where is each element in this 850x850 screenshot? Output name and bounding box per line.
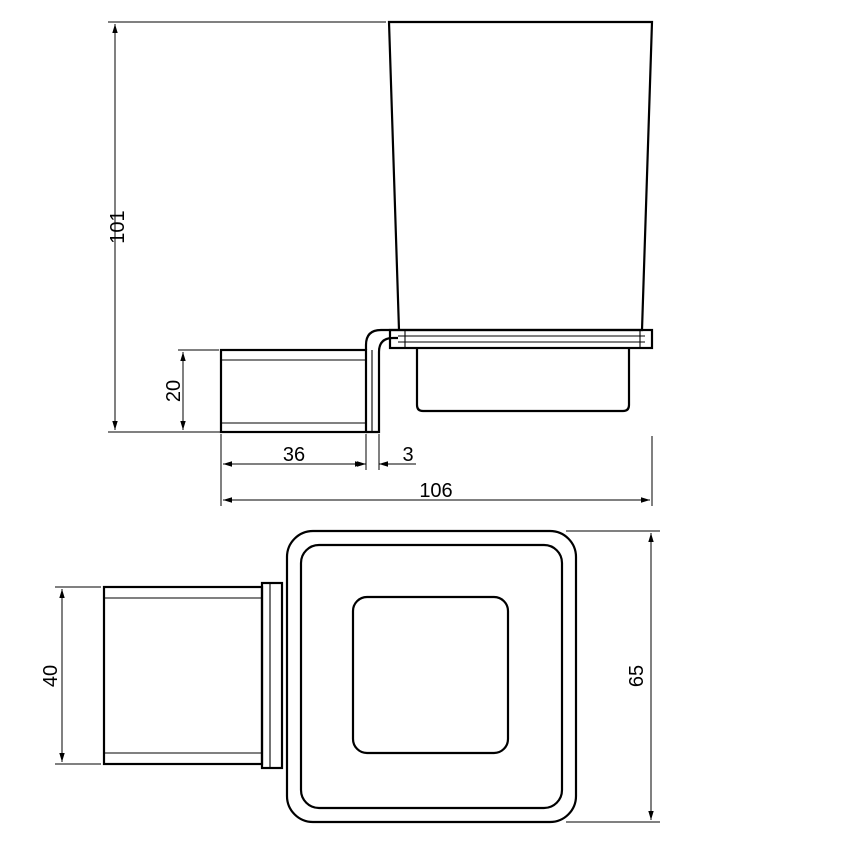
dim-label-36: 36: [283, 444, 305, 466]
dim-label-101: 101: [107, 210, 129, 243]
dimension-mount-depth: 36: [220, 434, 380, 506]
dimension-bracket-thickness: 3: [346, 444, 416, 467]
side-view: 101 20 36 3 106: [107, 20, 654, 506]
dimension-total-height: 101: [107, 21, 386, 433]
wall-mount-block: [219, 348, 368, 434]
cup-bottom-square: [351, 595, 510, 755]
holder-basket: [415, 348, 631, 413]
dimension-plate-width: 40: [40, 586, 101, 765]
dim-label-65: 65: [626, 665, 648, 687]
dim-label-106: 106: [419, 480, 452, 502]
dimension-mount-height: 20: [163, 349, 219, 430]
tumbler-cup: [387, 20, 654, 332]
wall-plate: [102, 581, 284, 770]
dimension-total-depth: 106: [223, 436, 653, 506]
bracket-arm: [364, 328, 398, 434]
holder-outer-square: [285, 529, 578, 824]
dimension-holder-size: 65: [566, 530, 660, 823]
dim-label-3: 3: [402, 444, 413, 466]
dim-label-20: 20: [163, 380, 185, 402]
top-view: 40 65: [40, 529, 660, 824]
dim-label-40: 40: [40, 665, 62, 687]
holder-ring: [388, 328, 654, 350]
